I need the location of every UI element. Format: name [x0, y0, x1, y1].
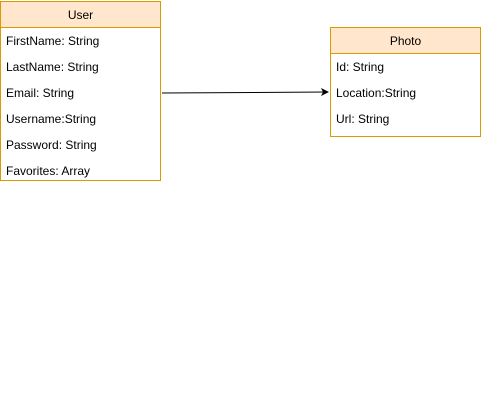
- user-attribute-email: Email: String: [6, 86, 75, 100]
- photo-entity-title: Photo: [331, 28, 480, 54]
- user-attribute-lastname: LastName: String: [6, 60, 99, 74]
- photo-attribute-id: Id: String: [336, 60, 385, 74]
- user-attribute-username: Username:String: [6, 112, 97, 126]
- email-to-photo-arrow[interactable]: [161, 88, 329, 97]
- photo-attribute-location: Location:String: [336, 86, 417, 100]
- photo-attribute-url: Url: String: [336, 112, 390, 126]
- photo-entity[interactable]: Photo Id: String Location:String Url: St…: [330, 27, 481, 137]
- user-entity-title: User: [1, 2, 160, 28]
- photo-attribute-list: Id: String Location:String Url: String: [331, 54, 480, 132]
- user-attribute-password: Password: String: [6, 138, 97, 152]
- user-attribute-favorites: Favorites: Array: [6, 164, 91, 178]
- user-entity[interactable]: User FirstName: String LastName: String …: [0, 1, 161, 181]
- user-attribute-firstname: FirstName: String: [6, 34, 100, 48]
- user-attribute-list: FirstName: String LastName: String Email…: [1, 28, 160, 184]
